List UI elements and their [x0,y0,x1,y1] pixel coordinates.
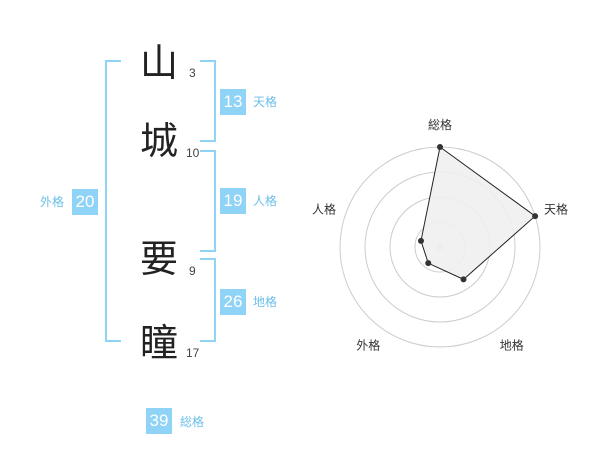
jinkaku-label: 人格 [253,194,278,208]
jinkaku-bracket [200,150,216,252]
soukaku-value: 39 [146,408,172,434]
stroke-count-4: 17 [186,346,200,360]
radar-axis-label: 総格 [428,117,452,132]
gaikaku-bracket [105,60,121,342]
radar-point-1 [437,144,443,150]
tenkaku-bracket [200,60,216,142]
radar-point-3 [460,276,467,283]
name-char-2: 城 [140,119,179,163]
chikaku-value: 26 [220,289,246,315]
stroke-count-3: 9 [189,264,196,278]
gaikaku-value: 20 [72,189,98,215]
radar-point-4 [425,260,432,267]
name-char-3: 要 [140,237,179,281]
jinkaku-value: 19 [220,188,246,214]
radar-data-area [420,146,536,280]
name-char-1: 山 [140,41,179,85]
radar-axis-label: 地格 [500,338,524,353]
radar-point-2 [532,213,539,220]
stroke-count-1: 3 [189,66,196,80]
radar-axis-label: 外格 [356,338,380,353]
radar-point-5 [417,237,424,244]
stroke-count-2: 10 [186,146,200,160]
soukaku-label: 総格 [180,415,205,429]
gaikaku-label: 外格 [40,195,65,209]
radar-axis-label: 人格 [312,201,336,216]
tenkaku-label: 天格 [253,95,278,109]
tenkaku-value: 13 [220,89,246,115]
radar-axis-label: 天格 [544,201,568,216]
name-char-4: 瞳 [140,321,179,365]
chikaku-bracket [200,258,216,342]
chikaku-label: 地格 [253,295,278,309]
